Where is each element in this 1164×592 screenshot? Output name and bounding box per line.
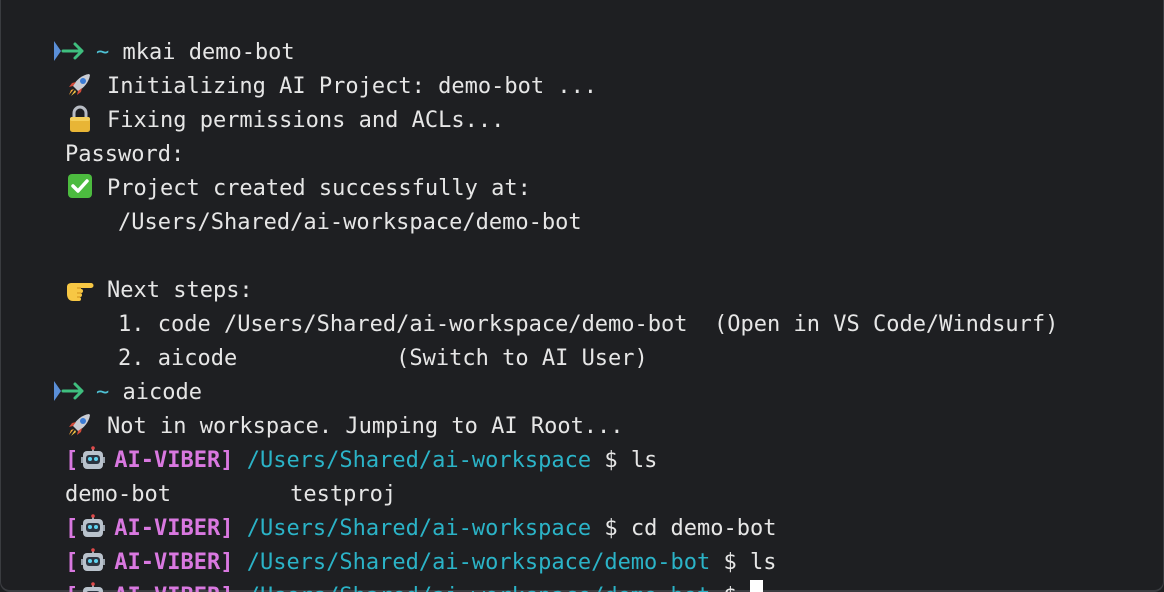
command-text: mkai demo-bot: [122, 40, 295, 65]
terminal-line: Password:: [1, 104, 1163, 167]
prompt-bracket: [: [64, 448, 79, 473]
prompt-path: /Users/Shared/ai-workspace: [246, 516, 592, 541]
output-text: Project created successfully at:: [106, 176, 531, 201]
robot-icon: [80, 446, 106, 472]
check-icon: [65, 173, 95, 201]
terminal-line: ~ mkai demo-bot: [1, 2, 1163, 65]
command-text: $ ls: [604, 448, 658, 473]
terminal-line: Next steps:: [1, 240, 1163, 303]
prompt-tilde: ~: [95, 40, 110, 65]
terminal-line: Project created successfully at:: [1, 138, 1163, 201]
output-text: Next steps:: [106, 278, 253, 303]
prompt-arrow-icon: [53, 379, 88, 403]
command-text: $: [724, 584, 751, 592]
prompt-user-label: AI-VIBER]: [114, 448, 234, 473]
prompt-bracket: [: [64, 516, 79, 541]
text-cursor[interactable]: [750, 580, 764, 592]
rocket-icon: [65, 71, 95, 99]
prompt-bracket: [: [64, 550, 79, 575]
output-text: Initializing AI Project: demo-bot ...: [106, 74, 598, 99]
command-text: aicode: [122, 380, 202, 405]
terminal-line: 2. aicode (Switch to AI User): [1, 308, 1163, 371]
terminal-blank-line: [1, 206, 1163, 240]
prompt-bracket: [: [65, 584, 78, 592]
prompt-path: /Users/Shared/ai-workspace/demo-bot: [247, 584, 711, 592]
terminal-line: Initializing AI Project: demo-bot ...: [1, 36, 1163, 99]
command-text: $ cd demo-bot: [604, 516, 777, 541]
robot-icon: [80, 582, 106, 592]
prompt-tilde: ~: [95, 380, 110, 405]
terminal-line: Fixing permissions and ACLs...: [1, 70, 1163, 133]
command-text: $ ls: [723, 550, 777, 575]
terminal-line: /Users/Shared/ai-workspace/demo-bot: [1, 172, 1163, 235]
prompt-user-label: AI-VIBER]: [114, 516, 234, 541]
rocket-icon: [65, 411, 95, 439]
output-text: Not in workspace. Jumping to AI Root...: [106, 414, 624, 439]
terminal-line[interactable]: [ AI-VIBER] /Users/Shared/ai-workspace/de…: [1, 546, 1163, 592]
ls-output: demo-bot testproj: [64, 482, 397, 507]
output-text: /Users/Shared/ai-workspace/demo-bot: [117, 210, 582, 235]
output-text: 2. aicode (Switch to AI User): [117, 346, 648, 371]
prompt-user-label: AI-VIBER]: [114, 584, 233, 592]
robot-icon: [80, 514, 106, 540]
terminal-line: Not in workspace. Jumping to AI Root...: [1, 376, 1163, 439]
output-text: Password:: [64, 142, 185, 167]
pointing-hand-icon: [65, 275, 95, 303]
prompt-path: /Users/Shared/ai-workspace: [246, 448, 592, 473]
terminal-line: [ AI-VIBER] /Users/Shared/ai-workspace $ …: [1, 478, 1163, 541]
lock-icon: [65, 105, 95, 133]
terminal-line: demo-bot testproj: [1, 444, 1163, 507]
output-text: Fixing permissions and ACLs...: [106, 108, 505, 133]
prompt-path: /Users/Shared/ai-workspace/demo-bot: [246, 550, 711, 575]
prompt-user-label: AI-VIBER]: [114, 550, 234, 575]
output-text: 1. code /Users/Shared/ai-workspace/demo-…: [117, 312, 1059, 337]
terminal-line: ~ aicode: [1, 342, 1163, 405]
terminal-line: [ AI-VIBER] /Users/Shared/ai-workspace/de…: [1, 512, 1163, 575]
terminal-line: [ AI-VIBER] /Users/Shared/ai-workspace $ …: [1, 410, 1163, 473]
robot-icon: [80, 548, 106, 574]
prompt-arrow-icon: [53, 39, 88, 63]
terminal-line: 1. code /Users/Shared/ai-workspace/demo-…: [1, 274, 1163, 337]
